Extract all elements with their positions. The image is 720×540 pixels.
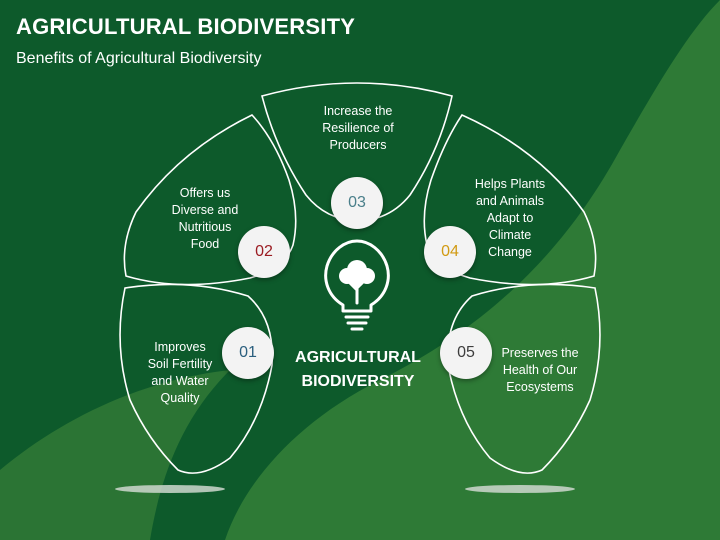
petal-outline-02	[123, 114, 297, 286]
petal-outline-01	[119, 283, 274, 474]
badge-03: 03	[331, 177, 383, 229]
item-05-text: Preserves the Health of Our Ecosystems	[501, 346, 579, 394]
petal-outline-04	[423, 113, 597, 286]
badge-04: 04	[424, 226, 476, 278]
tree-canopy	[339, 260, 375, 287]
petal-outline-05	[446, 283, 601, 474]
badge-02: 02	[238, 226, 290, 278]
petal-outline-03	[261, 82, 453, 222]
petal-shadow-right	[465, 485, 575, 493]
item-04-text: Helps Plants and Animals Adapt to Climat…	[474, 177, 546, 259]
badge-01: 01	[222, 327, 274, 379]
badge-05: 05	[440, 327, 492, 379]
item-01-text: Improves Soil Fertility and Water Qualit…	[147, 340, 213, 405]
petal-shadow-left	[115, 485, 225, 493]
center-label: AGRICULTURAL BIODIVERSITY	[295, 349, 421, 390]
item-03-text: Increase the Resilience of Producers	[322, 104, 394, 152]
page-title: AGRICULTURAL BIODIVERSITY	[16, 14, 356, 39]
background-wave-lower	[0, 370, 230, 540]
item-02-text: Offers us Diverse and Nutritious Food	[171, 186, 239, 251]
page-subtitle: Benefits of Agricultural Biodiversity	[16, 50, 262, 67]
background-wave	[225, 0, 720, 540]
